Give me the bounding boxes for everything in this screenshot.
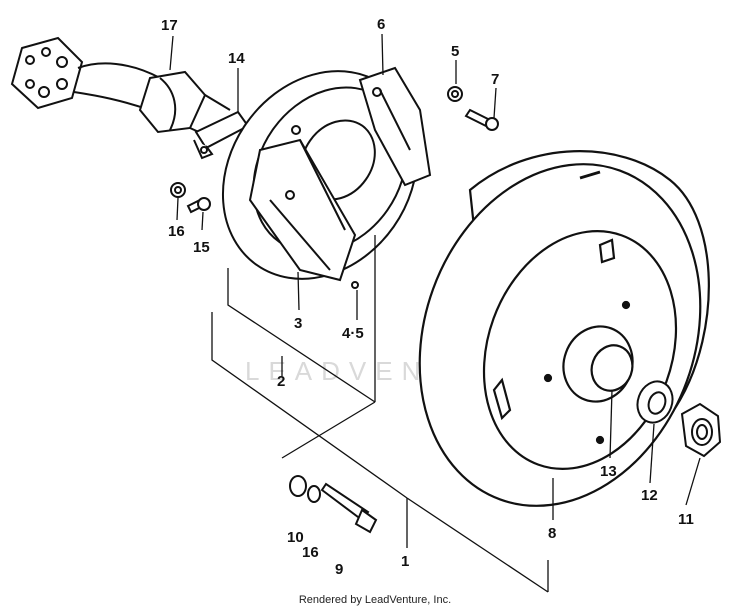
callout-11: 11 [678,511,694,528]
screw-7-part [447,86,499,131]
callout-5: 5 [451,43,459,60]
flywheel-part [418,150,710,507]
callout-2: 2 [277,373,285,390]
stator-assembly-part [221,66,432,289]
wire-harness-part [10,36,231,139]
callout-14: 14 [228,50,245,67]
callout-7: 7 [491,71,499,88]
screw-15-part [170,182,211,214]
callout-9: 9 [335,561,343,578]
leader-lines [169,33,701,593]
nut-11-part [680,402,722,458]
callout-1: 1 [401,553,409,570]
callout-4-5: 4·5 [342,325,364,342]
callout-3: 3 [294,315,302,332]
callout-16-upper: 16 [168,223,185,240]
callout-6: 6 [377,16,385,33]
callout-17: 17 [161,17,178,34]
footer-credit: Rendered by LeadVenture, Inc. [298,594,452,606]
washer-12-part [636,380,674,424]
callout-10: 10 [287,529,304,546]
callout-13: 13 [600,463,617,480]
callout-12: 12 [641,487,658,504]
callout-8: 8 [548,525,556,542]
callout-16-lower: 16 [302,544,319,561]
bolt-9-part [289,475,378,534]
callout-15: 15 [193,239,210,256]
